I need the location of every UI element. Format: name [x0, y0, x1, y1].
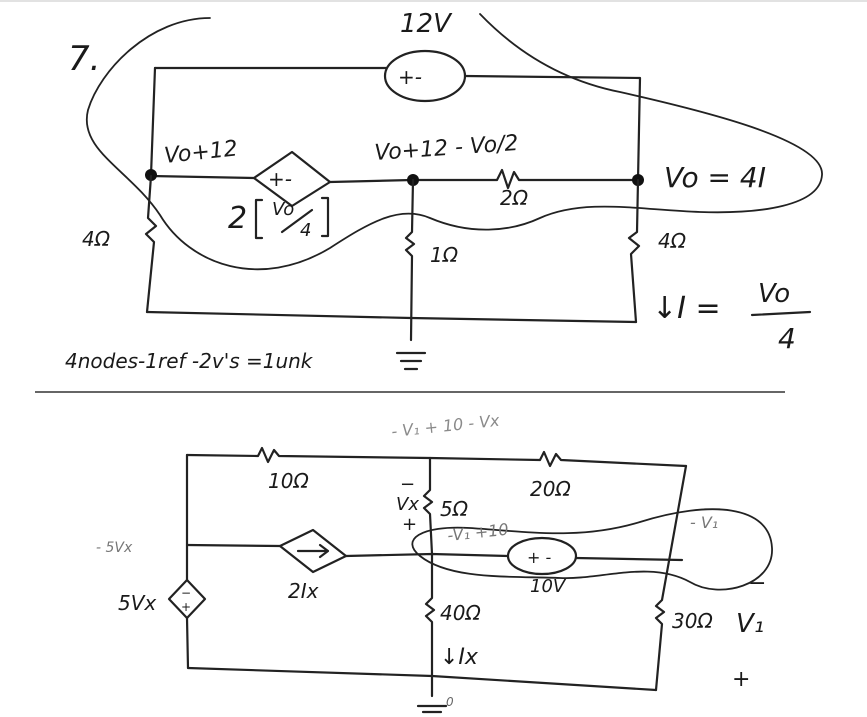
ground-node-label: 0	[446, 695, 454, 709]
dep-vsource-label: 5Vx	[118, 591, 156, 615]
voltage-source-sign-p8: + -	[527, 548, 551, 567]
wire-top-p8	[185, 446, 688, 468]
resistor-left-4ohm	[144, 174, 158, 314]
bracket-right	[320, 196, 330, 238]
voltage-source-label-p8: 10V	[530, 576, 567, 597]
current-frac-num: Vo	[758, 279, 790, 309]
resistor-mid-1ohm	[404, 178, 416, 342]
node-middle-label: Vo+12 - Vo/2	[374, 131, 520, 166]
current-label: ↓I =	[652, 291, 721, 326]
current-label-p8: ↓Ix	[440, 645, 479, 670]
v1-minus: −	[748, 571, 766, 596]
r-top-right-label: 20Ω	[530, 477, 571, 501]
r-vx-label: 5Ω	[440, 497, 469, 521]
r-mid-horizontal-label: 2Ω	[500, 186, 529, 210]
right-node-note: - V₁	[690, 513, 718, 532]
resistor-vx-5ohm	[422, 456, 434, 556]
problem-7-circuit: 7. +- 12V +- 2 Vo 4 Vo+12 Vo+12 - Vo/2 V…	[65, 9, 823, 373]
r-top-left-label: 10Ω	[268, 469, 309, 493]
wire-left-p8	[185, 453, 190, 670]
nodes-note: 4nodes-1ref -2v's =1unk	[65, 349, 314, 373]
left-node-note: - 5Vx	[96, 540, 133, 556]
r-right-label: 4Ω	[658, 229, 687, 253]
supernode-loop-p8	[411, 508, 773, 591]
wire-bottom-p8	[186, 666, 658, 692]
r-mid-vertical-label: 1Ω	[430, 243, 459, 267]
vx-minus: −	[400, 474, 415, 495]
node-left-label: Vo+12	[163, 136, 239, 169]
voltage-source-12v	[383, 49, 467, 103]
resistor-mid-40ohm	[424, 552, 436, 698]
v1-label: V₁	[736, 609, 764, 639]
problem-8-circuit: - V₁ + 10 - Vx 10Ω 20Ω − + 5Vx - 5Vx 2Ix…	[96, 411, 773, 714]
wire-top	[153, 66, 642, 182]
r-mid-vertical-label-p8: 40Ω	[440, 601, 481, 625]
wire-bottom	[145, 310, 638, 324]
problem-number: 7.	[68, 39, 100, 79]
mid-note: -V₁ +10	[446, 520, 509, 545]
dep-isource-arrow	[296, 543, 330, 559]
dependent-source-coeff: 2	[228, 201, 247, 236]
v1-plus: +	[732, 667, 750, 692]
voltage-source-sign: +-	[398, 65, 422, 89]
dep-vsource-plus: +	[181, 600, 191, 614]
vx-label: Vx	[396, 494, 419, 515]
resistor-right-30ohm	[654, 464, 688, 692]
node-right-label: Vo = 4I	[664, 161, 766, 194]
current-frac-bar	[750, 310, 812, 317]
dep-isource-diamond	[278, 528, 348, 574]
dep-vsource-diamond	[167, 578, 207, 620]
dependent-source-diamond	[252, 150, 332, 208]
dep-isource-label: 2Ix	[288, 579, 319, 603]
dep-frac-num: Vo	[272, 199, 294, 220]
wire-left-top	[149, 66, 157, 177]
voltage-source-label: 12V	[400, 9, 453, 39]
dependent-source-sign: +-	[268, 167, 292, 191]
r-right-label-p8: 30Ω	[672, 609, 713, 633]
top-note: - V₁ + 10 - Vx	[390, 411, 500, 441]
wire-middle-p8	[185, 543, 684, 562]
resistor-right-4ohm	[627, 178, 641, 324]
bracket-left	[254, 198, 264, 240]
vx-plus: +	[402, 514, 417, 535]
voltage-source-10v	[506, 536, 578, 576]
dep-vsource-minus: −	[181, 586, 191, 600]
wire-middle	[149, 168, 640, 190]
current-frac-den: 4	[778, 322, 796, 355]
r-left-label: 4Ω	[82, 227, 111, 251]
supernode-loop	[85, 13, 823, 271]
dep-frac-den: 4	[300, 220, 311, 241]
dep-frac-bar	[280, 208, 314, 234]
ground-symbol-p8	[416, 704, 448, 714]
ground-symbol	[395, 351, 427, 371]
